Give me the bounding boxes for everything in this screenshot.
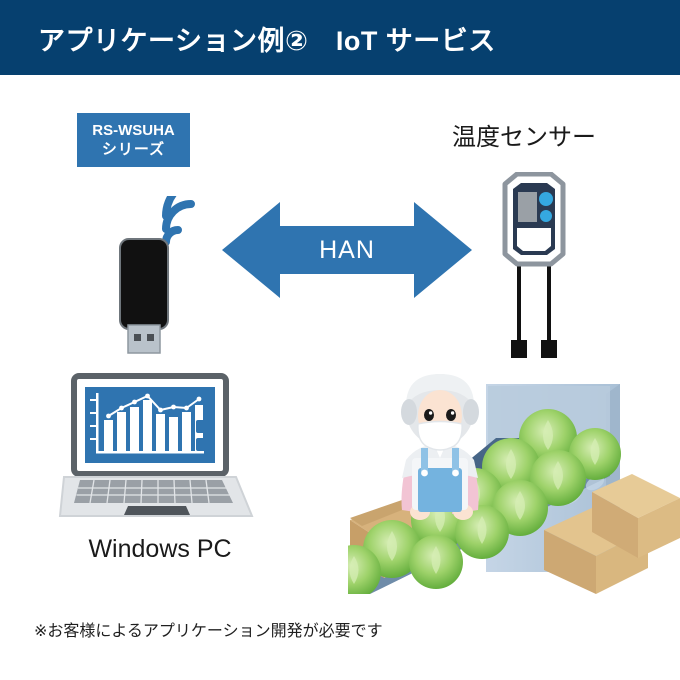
factory-worker xyxy=(401,374,479,520)
apron-button-left xyxy=(421,469,428,477)
han-protocol-label: HAN xyxy=(319,236,375,264)
dongle-series-label-line2: シリーズ xyxy=(101,141,166,158)
sensor-probe-tip-left xyxy=(511,340,527,358)
chart-bar xyxy=(104,420,113,451)
factory-line-illustration xyxy=(327,372,680,599)
chart-y-tick xyxy=(90,425,96,427)
worker-eye-glint-right xyxy=(450,411,455,415)
chart-bar xyxy=(117,412,126,451)
factory-illustration-svg xyxy=(327,372,680,599)
apron-strap-right xyxy=(452,448,459,472)
sensor-display xyxy=(518,192,537,222)
temperature-sensor-illustration xyxy=(487,171,583,360)
chart-y-axis xyxy=(96,393,99,453)
sensor-button-top xyxy=(539,192,553,206)
stacked-cardboard-boxes xyxy=(544,474,680,594)
chart-bar xyxy=(169,417,178,451)
sensor-probe-wire-right xyxy=(547,264,551,342)
chart-y-tick xyxy=(90,438,96,440)
chart-y-tick xyxy=(90,399,96,401)
worker-eye-left xyxy=(424,409,434,421)
sensor-probe-wire-left xyxy=(517,264,521,342)
laptop-caption: Windows PC xyxy=(88,535,232,563)
usb-contact-left xyxy=(134,334,141,341)
laptop-illustration xyxy=(58,372,270,527)
cabbage xyxy=(530,450,586,506)
screen-side-tile-bottom xyxy=(196,438,209,451)
laptop-trackpad xyxy=(124,506,190,515)
worker-eye-right xyxy=(446,409,456,421)
usb-dongle-svg xyxy=(119,174,208,354)
sensor-probe-tip-right xyxy=(541,340,557,358)
laptop-keyboard xyxy=(74,480,233,503)
keyboard-key-lines xyxy=(76,479,230,504)
apron-strap-left xyxy=(421,448,428,472)
dongle-usb-connector xyxy=(127,324,161,354)
sensor-button-bottom xyxy=(540,210,552,222)
han-link-arrow: HAN xyxy=(222,200,472,300)
header-bar: アプリケーション例② IoT サービス xyxy=(0,0,680,75)
chart-bar xyxy=(182,412,191,451)
laptop-svg xyxy=(58,373,254,517)
chart-bar xyxy=(143,400,152,451)
dongle-series-label: RS-WSUHA シリーズ xyxy=(77,113,190,167)
dongle-series-label-line1: RS-WSUHA xyxy=(92,122,175,139)
usb-dongle-illustration xyxy=(106,174,216,356)
worker-cap-side-right xyxy=(463,399,479,425)
han-arrow-svg xyxy=(222,202,472,298)
page-title: アプリケーション例② IoT サービス xyxy=(38,26,496,56)
screen-side-tile-top xyxy=(196,420,209,433)
worker-apron xyxy=(418,468,462,512)
worker-eye-glint-left xyxy=(428,411,433,415)
sensor-title: 温度センサー xyxy=(452,124,596,151)
worker-face-mask xyxy=(417,420,463,451)
chart-line-markers xyxy=(106,393,202,419)
chart-bar xyxy=(156,414,165,451)
temperature-sensor-svg xyxy=(502,171,566,358)
wifi-signal-icon xyxy=(162,174,208,246)
dongle-body xyxy=(119,238,169,330)
sensor-lower-panel xyxy=(517,228,551,251)
chart-bar xyxy=(130,407,139,451)
chart-y-tick xyxy=(90,412,96,414)
footnote-text: ※お客様によるアプリケーション開発が必要です xyxy=(34,623,383,640)
worker-cap-top xyxy=(406,374,474,406)
worker-cap-side-left xyxy=(401,399,417,425)
screen-chart xyxy=(90,393,204,454)
usb-contact-right xyxy=(147,334,154,341)
apron-button-right xyxy=(452,469,459,477)
cabbage xyxy=(409,535,463,589)
bidirectional-arrow-shape xyxy=(222,202,472,298)
chart-x-axis xyxy=(96,451,204,454)
